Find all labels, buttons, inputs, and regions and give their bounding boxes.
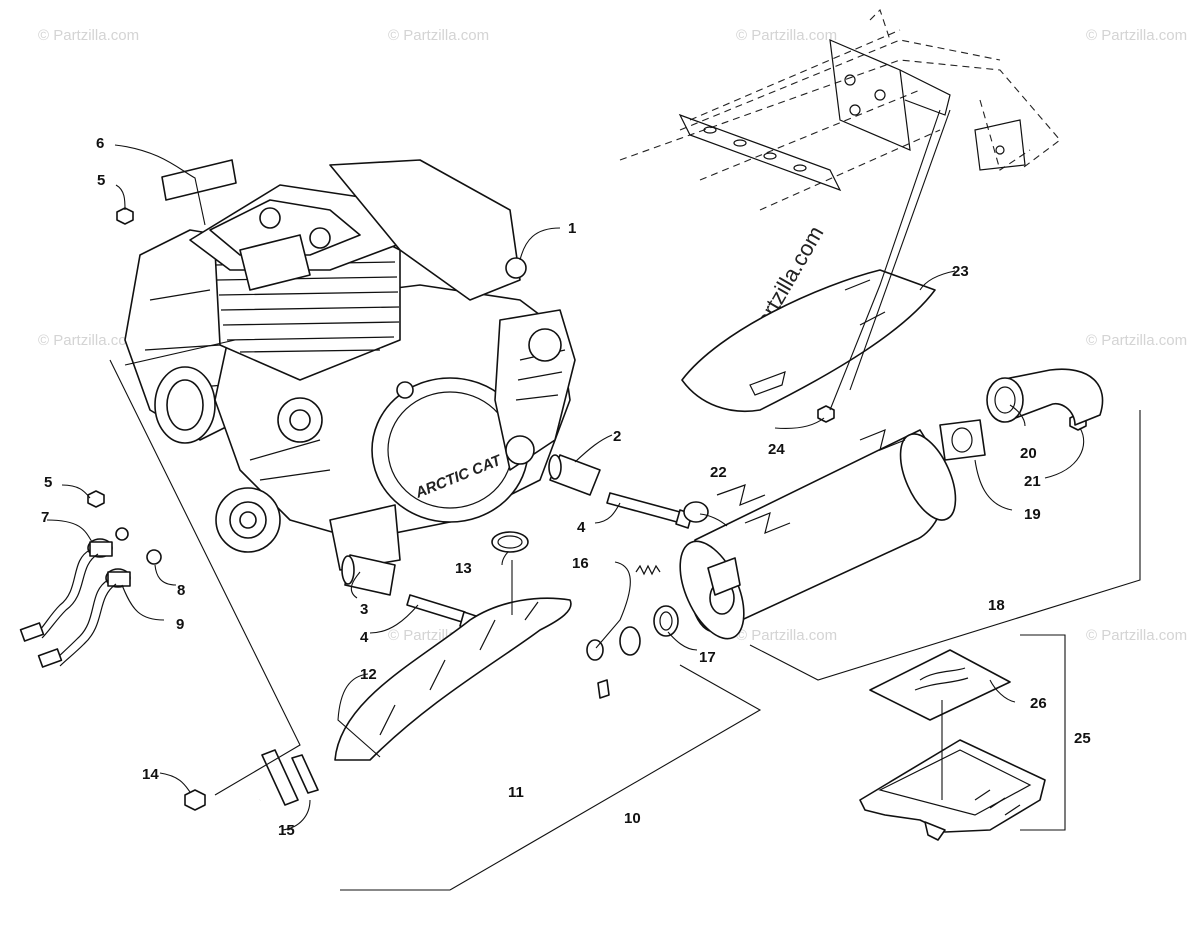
callout-5-lower: 5 bbox=[44, 474, 52, 491]
callout-9: 9 bbox=[176, 616, 184, 633]
callout-4-upper: 4 bbox=[577, 519, 586, 536]
callout-24: 24 bbox=[768, 441, 785, 458]
callout-17: 17 bbox=[699, 649, 716, 666]
callout-13: 13 bbox=[455, 560, 472, 577]
callout-21: 21 bbox=[1024, 473, 1041, 490]
small-parts bbox=[87, 159, 1087, 811]
callout-2: 2 bbox=[613, 428, 621, 445]
callout-labels: 1 2 3 4 4 5 5 6 7 8 9 10 11 12 13 14 15 … bbox=[41, 135, 1091, 839]
callout-5-upper: 5 bbox=[97, 172, 105, 189]
callout-18: 18 bbox=[988, 597, 1005, 614]
callout-1: 1 bbox=[568, 220, 576, 237]
leader-lines bbox=[46, 109, 1141, 891]
exhaust-system bbox=[225, 269, 1104, 873]
callout-14: 14 bbox=[142, 766, 159, 783]
callout-25: 25 bbox=[1074, 730, 1091, 747]
callout-20: 20 bbox=[1020, 445, 1037, 462]
watermark-low-edge: © Partzilla.com bbox=[1086, 627, 1187, 644]
watermark-low-right: © Partzilla.com bbox=[736, 627, 837, 644]
watermark-top-mid: © Partzilla.com bbox=[388, 27, 489, 44]
watermark-mid-right: © Partzilla.com bbox=[1086, 332, 1187, 349]
callout-19: 19 bbox=[1024, 506, 1041, 523]
callout-8: 8 bbox=[177, 582, 185, 599]
callout-3: 3 bbox=[360, 601, 368, 618]
callout-22: 22 bbox=[710, 464, 727, 481]
callout-10: 10 bbox=[624, 810, 641, 827]
callout-26: 26 bbox=[1030, 695, 1047, 712]
callout-6: 6 bbox=[96, 135, 104, 152]
watermark-mid-left: © Partzilla.com bbox=[38, 332, 139, 349]
sensor-group bbox=[19, 527, 162, 668]
watermark-top-left: © Partzilla.com bbox=[38, 27, 139, 44]
frame-section bbox=[619, 8, 1061, 211]
callout-12: 12 bbox=[360, 666, 377, 683]
callout-16: 16 bbox=[572, 555, 589, 572]
callout-7: 7 bbox=[41, 509, 49, 526]
callout-4-lower: 4 bbox=[360, 629, 369, 646]
callout-11: 11 bbox=[508, 784, 524, 801]
engine-assembly: ARCTIC CAT bbox=[124, 159, 576, 571]
callout-23: 23 bbox=[952, 263, 969, 280]
watermark-top-right: © Partzilla.com bbox=[736, 27, 837, 44]
watermark-top-edge: © Partzilla.com bbox=[1086, 27, 1187, 44]
callout-15: 15 bbox=[278, 822, 295, 839]
